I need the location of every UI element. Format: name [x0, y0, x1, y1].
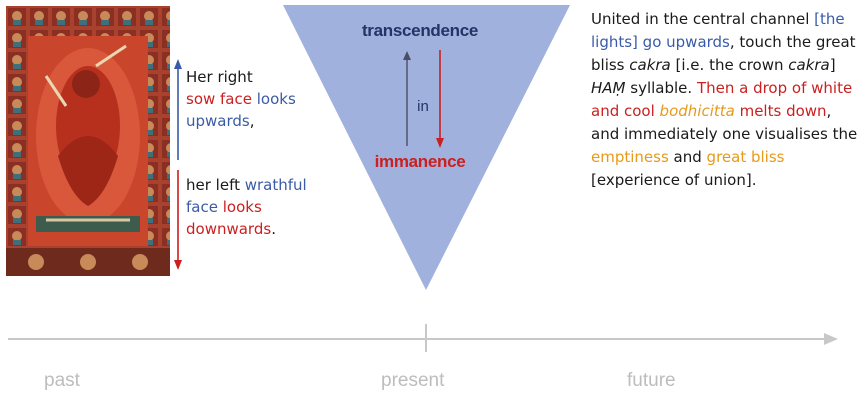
text-then-a: Then a [696, 79, 754, 97]
label-transcendence: transcendence [361, 21, 479, 40]
text-and: and [668, 148, 707, 166]
label-future: future [627, 370, 676, 391]
left-arrows [174, 59, 182, 270]
text-bodhicitta: bodhicitta [659, 102, 735, 120]
text-sow-face: sow face [186, 90, 252, 108]
text-melts-down: melts down [739, 102, 827, 120]
text-ham: HAṂ [591, 79, 626, 97]
text-segment: , and immediately one visualises the [591, 102, 858, 143]
text-segment: syllable. [625, 79, 697, 97]
label-past: past [44, 370, 80, 391]
label-present: present [381, 370, 445, 391]
text-face: face [186, 198, 218, 216]
text-looks-red: looks [222, 198, 262, 216]
text-period: . [271, 220, 276, 238]
text-emptiness: emptiness [591, 148, 669, 166]
text-upwards: upwards [186, 112, 250, 130]
text-her-left: her left [186, 176, 245, 194]
text-segment: , touch the great bliss [591, 33, 856, 74]
text-segment: [i.e. the crown [670, 56, 789, 74]
text-right: right [217, 68, 253, 86]
triangle-shape [283, 5, 570, 290]
text-looks: looks [256, 90, 296, 108]
left-face-annotation: her left wrathful face looks downwards. [186, 174, 356, 240]
timeline-arrowhead [824, 333, 838, 345]
visualisation-paragraph: United in the central channel [the light… [591, 8, 863, 192]
thangka-painting [6, 6, 170, 276]
text-her: Her [186, 68, 218, 86]
text-drop-of-white-and-cool: drop of white and cool [591, 79, 853, 120]
text-great-bliss: great bliss [706, 148, 785, 166]
upward-arrow-dark [403, 51, 411, 146]
text-segment: United in the central channel [591, 10, 815, 28]
downward-arrow-red [436, 50, 444, 148]
text-wrathful: wrathful [244, 176, 307, 194]
text-lights-go-upwards: [the lights] go upwards [591, 10, 845, 51]
text-cakra: cakra [629, 56, 671, 74]
text-cakra: cakra [788, 56, 830, 74]
label-in: in [417, 98, 429, 115]
text-comma: , [249, 112, 255, 130]
label-immanence: immanence [374, 152, 466, 171]
timeline [8, 324, 838, 352]
up-arrow-blue [174, 59, 182, 160]
text-segment: [experience of union]. [591, 171, 757, 189]
text-segment: ] [829, 56, 836, 74]
down-arrow-red [174, 170, 182, 270]
text-downwards: downwards [186, 220, 272, 238]
right-face-annotation: Her right sow face looks upwards, [186, 66, 356, 132]
